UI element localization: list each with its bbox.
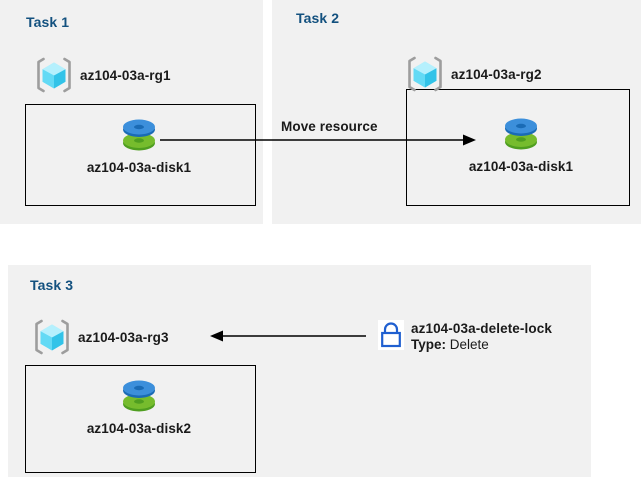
task-panel-task1	[0, 0, 263, 224]
resource-group-label-task3: az104-03a-rg3	[78, 329, 169, 345]
delete-lock-type-key: Type:	[411, 337, 450, 352]
disk-resource-task1: az104-03a-disk1	[84, 113, 194, 175]
task-panel-task3	[8, 265, 591, 477]
resource-group-label-task2: az104-03a-rg2	[451, 66, 542, 82]
resource-group-icon	[34, 56, 74, 94]
connector-move-resource-arrow	[160, 134, 476, 146]
task-title-task1: Task 1	[26, 14, 70, 30]
task-title-task2: Task 2	[296, 10, 340, 26]
disk-icon	[116, 113, 162, 157]
connector-move-resource-label: Move resource	[281, 119, 378, 134]
resource-group-task2: az104-03a-rg2	[405, 55, 542, 93]
connector-lock-arrow	[210, 330, 366, 342]
resource-box-task3	[25, 365, 256, 473]
resource-group-label-task1: az104-03a-rg1	[80, 67, 171, 83]
disk-label-task2: az104-03a-disk1	[468, 159, 574, 174]
resource-box-task2	[406, 89, 630, 206]
resource-group-icon	[32, 318, 72, 356]
disk-resource-task2: az104-03a-disk1	[466, 112, 576, 174]
lock-icon	[378, 320, 404, 350]
resource-group-task3: az104-03a-rg3	[32, 318, 169, 356]
resource-box-task1	[25, 104, 256, 206]
resource-group-icon	[405, 55, 445, 93]
task-panel-task2	[272, 0, 641, 224]
delete-lock-type-value: Delete	[449, 337, 489, 352]
task-title-task3: Task 3	[30, 277, 74, 293]
delete-lock-group: az104-03a-delete-lock Type: Delete	[378, 320, 552, 352]
disk-icon	[498, 112, 544, 156]
disk-icon	[116, 374, 162, 418]
disk-label-task1: az104-03a-disk1	[86, 160, 192, 175]
delete-lock-type-row: Type: Delete	[411, 337, 552, 352]
delete-lock-texts: az104-03a-delete-lock Type: Delete	[411, 320, 552, 352]
delete-lock-name: az104-03a-delete-lock	[411, 321, 552, 336]
disk-label-task3: az104-03a-disk2	[86, 421, 192, 436]
disk-resource-task3: az104-03a-disk2	[84, 374, 194, 436]
resource-group-task1: az104-03a-rg1	[34, 56, 171, 94]
